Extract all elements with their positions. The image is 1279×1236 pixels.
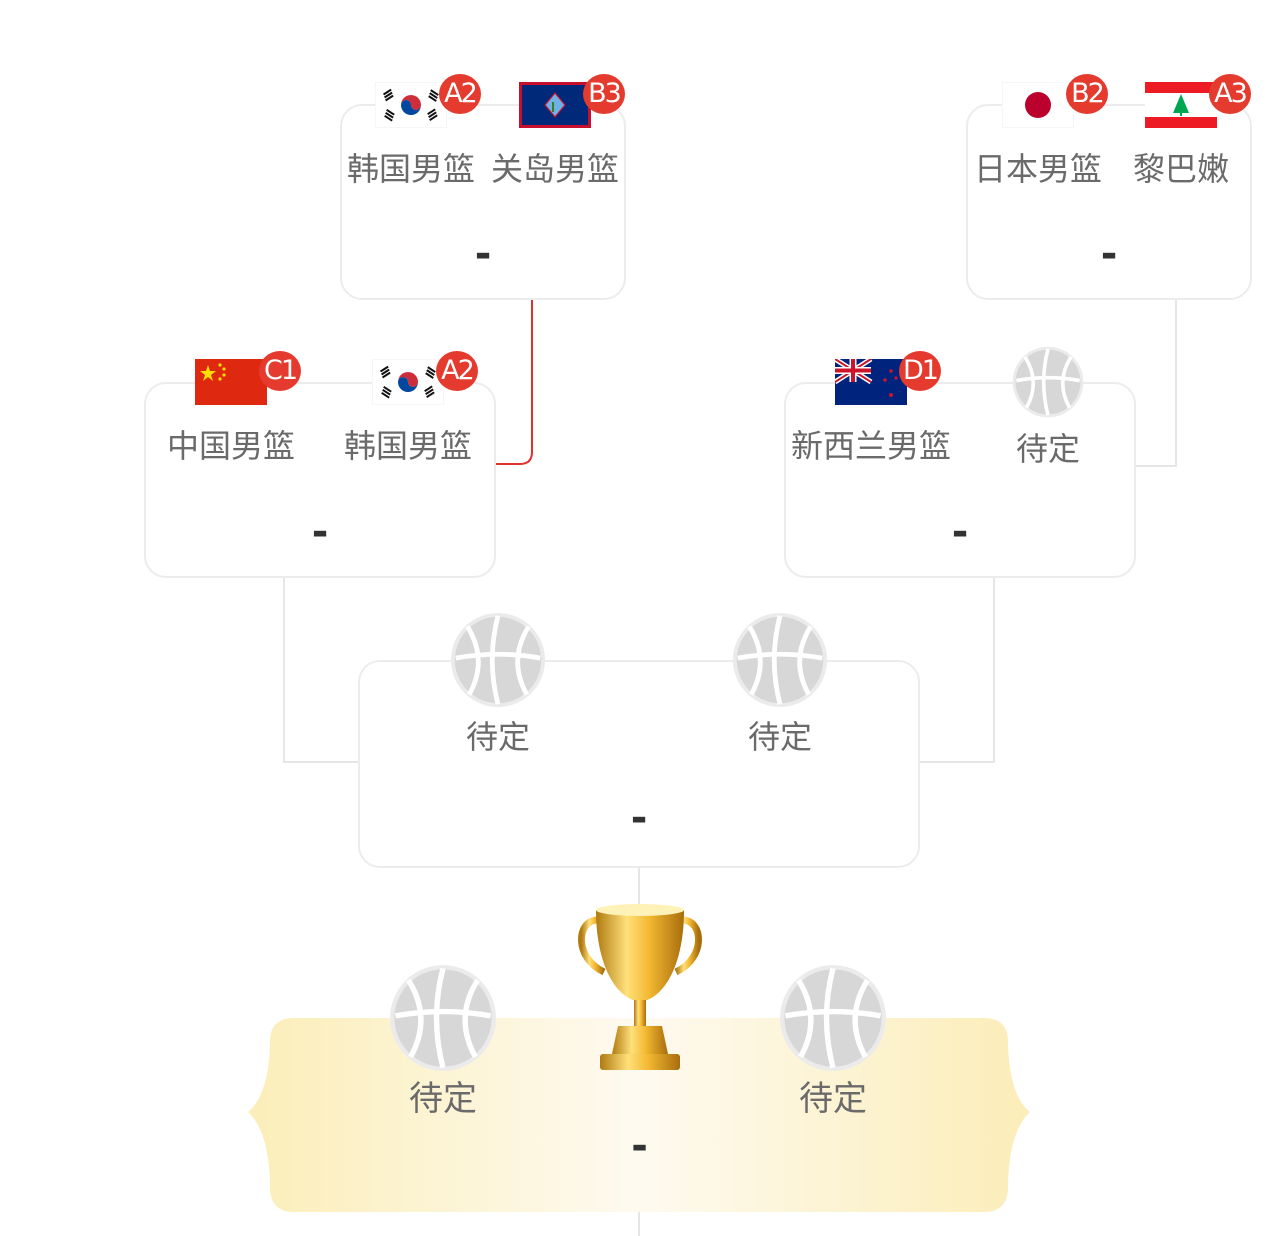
left-qf-connector [283, 578, 358, 763]
lebanon-flag-icon [1145, 82, 1217, 128]
korea-flag-icon [375, 82, 447, 128]
team-tbd-slot[interactable]: 待定 [968, 346, 1128, 468]
basketball-icon [389, 964, 497, 1072]
team-name: 韩国男篮 [346, 150, 475, 188]
right-semi-connector [1134, 300, 1177, 467]
korea-flag-icon [372, 359, 444, 405]
team-guam-slot[interactable]: B3 关岛男篮 [475, 74, 635, 188]
match-card-nz-tbd[interactable]: - [784, 382, 1136, 578]
team-name: 关岛男篮 [490, 150, 619, 188]
seed-badge: B3 [583, 74, 625, 114]
winner-path-line [496, 300, 533, 465]
match-card-china-korea[interactable]: - [144, 382, 496, 578]
match-card-korea-guam[interactable]: - [340, 104, 626, 300]
seed-badge: D1 [899, 351, 941, 391]
right-qf-connector [920, 578, 995, 763]
team-name: 待定 [465, 718, 530, 756]
basketball-icon [450, 612, 546, 708]
japan-flag-icon [1002, 82, 1074, 128]
final-score: - [631, 1123, 648, 1169]
basketball-icon [779, 964, 887, 1072]
team-korea-slot[interactable]: A2 韩国男篮 [331, 74, 491, 188]
team-name: 黎巴嫩 [1132, 150, 1229, 188]
team-name: 待定 [799, 1079, 867, 1119]
team-new-zealand-slot[interactable]: D1 新西兰男篮 [791, 351, 952, 465]
team-china-slot[interactable]: C1 中国男篮 [151, 351, 311, 465]
china-flag-icon [195, 359, 267, 405]
team-name: 待定 [1015, 430, 1080, 468]
team-name: 日本男篮 [973, 150, 1102, 188]
team-tbd-slot[interactable]: 待定 [700, 612, 860, 756]
match-score: - [1100, 231, 1118, 277]
team-tbd-slot[interactable]: 待定 [418, 612, 578, 756]
match-card-japan-lebanon[interactable]: - [966, 104, 1252, 300]
new-zealand-flag-icon [835, 359, 907, 405]
team-korea-slot-2[interactable]: A2 韩国男篮 [328, 351, 488, 465]
match-score: - [474, 231, 492, 277]
team-tbd-slot[interactable]: 待定 [363, 964, 523, 1118]
seed-badge: B2 [1066, 74, 1108, 114]
team-name: 待定 [409, 1079, 477, 1119]
seed-badge: A2 [436, 351, 478, 391]
team-name: 中国男篮 [166, 427, 295, 465]
team-lebanon-slot[interactable]: A3 黎巴嫩 [1101, 74, 1261, 188]
team-name: 待定 [747, 718, 812, 756]
team-japan-slot[interactable]: B2 日本男篮 [958, 74, 1118, 188]
match-card-semifinal[interactable]: - [358, 660, 920, 868]
match-score: - [951, 509, 969, 555]
team-name: 新西兰男篮 [791, 427, 952, 465]
team-tbd-slot[interactable]: 待定 [753, 964, 913, 1118]
seed-badge: C1 [259, 351, 301, 391]
basketball-icon [1012, 346, 1084, 418]
match-score: - [630, 795, 648, 841]
team-name: 韩国男篮 [343, 427, 472, 465]
seed-badge: A3 [1209, 74, 1251, 114]
basketball-icon [732, 612, 828, 708]
seed-badge: A2 [439, 74, 481, 114]
trophy-icon [578, 904, 702, 1070]
guam-flag-icon [519, 82, 591, 128]
match-score: - [311, 509, 329, 555]
